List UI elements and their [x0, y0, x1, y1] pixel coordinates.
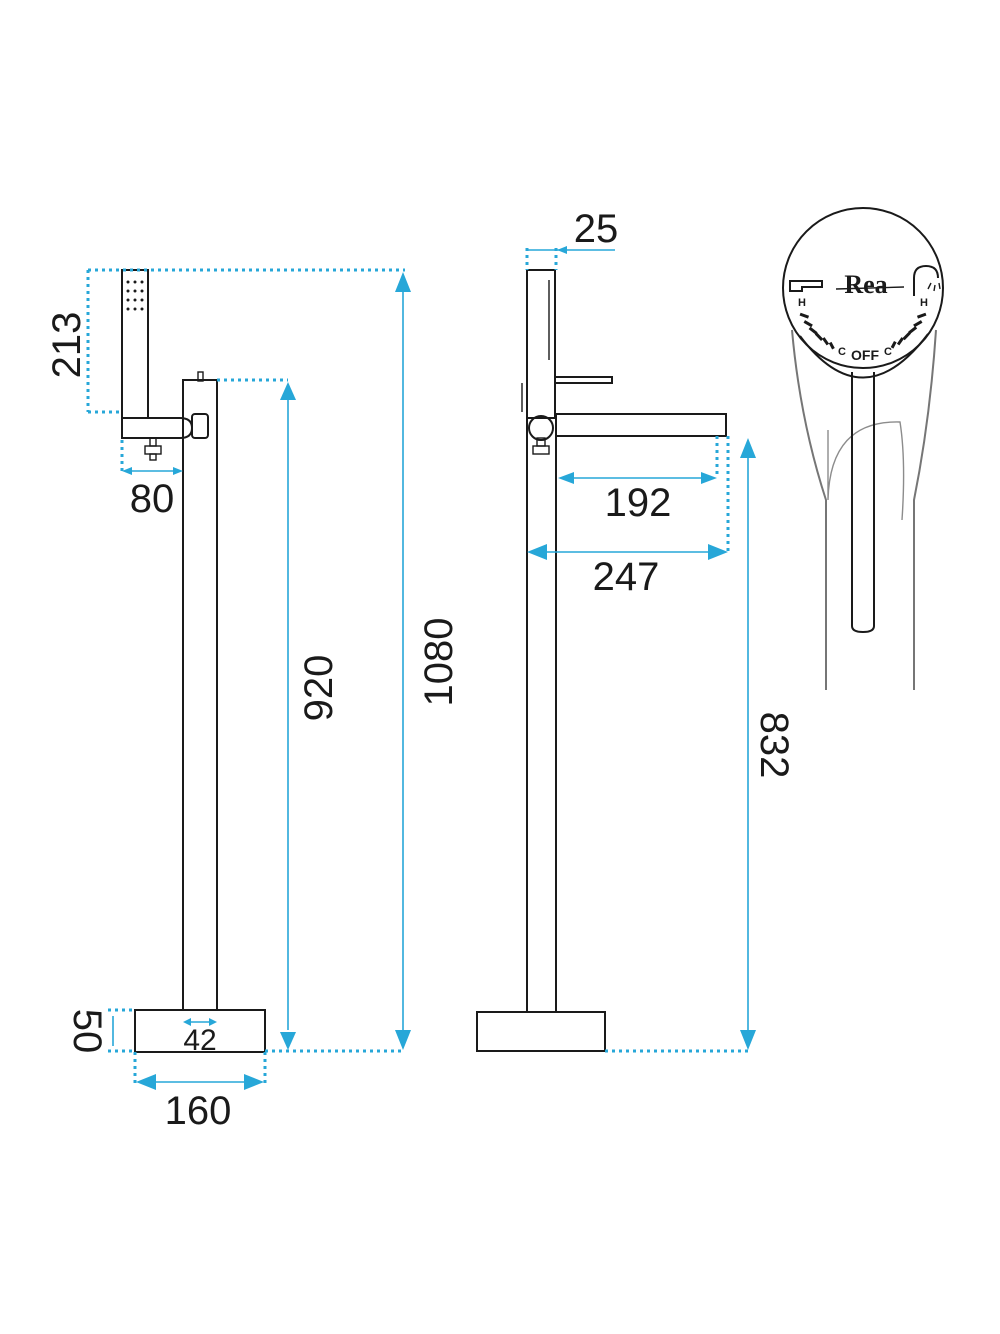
label-247: 247	[593, 555, 660, 599]
diverter	[191, 413, 209, 439]
dial-lever	[851, 372, 875, 634]
dim-outlet-height: 832	[605, 438, 796, 1053]
label-80: 80	[130, 477, 175, 521]
label-1080: 1080	[417, 618, 461, 707]
dial-circle	[782, 207, 944, 369]
spout-icon	[789, 280, 823, 292]
dial-body-left	[791, 329, 827, 690]
shower-holder	[121, 417, 194, 439]
dim-base-height: 50	[65, 1008, 135, 1054]
dim-hose-offset: 80	[120, 440, 183, 521]
temp-scale-right	[890, 312, 927, 349]
side-holder	[528, 415, 554, 441]
dim-pipe-width: 42	[183, 1018, 217, 1057]
label-50: 50	[65, 1009, 109, 1054]
label-832: 832	[752, 712, 796, 779]
label-hot-left: H	[798, 297, 806, 309]
brand-logo: Rea	[844, 270, 887, 299]
label-25: 25	[574, 207, 619, 251]
label-920: 920	[297, 655, 341, 722]
dim-total-height: 1080	[265, 272, 461, 1053]
label-off: OFF	[851, 347, 879, 363]
dim-handle-width: 25	[525, 207, 619, 270]
base-plate	[134, 1009, 266, 1053]
dim-shower-height: 213	[45, 268, 405, 414]
hose-nut	[149, 437, 157, 447]
dim-base-width: 160	[133, 1052, 267, 1133]
side-spout	[555, 413, 727, 437]
lever-knob	[197, 371, 204, 382]
front-view: 213 80 920 1080	[45, 268, 461, 1133]
dial-body-right	[913, 329, 937, 690]
side-lever	[554, 376, 613, 384]
label-42: 42	[183, 1024, 216, 1057]
shower-icon	[913, 264, 939, 296]
side-view: 25 192 247 832	[476, 207, 796, 1053]
dial-lower-arc	[799, 333, 929, 379]
upright-pipe	[182, 379, 218, 1011]
dim-spout-projection: 192	[558, 436, 719, 525]
label-hot-right: H	[920, 297, 928, 309]
dim-spout-height: 920	[217, 378, 341, 1050]
control-dial-detail: Rea H H C C OFF	[782, 207, 944, 690]
label-213: 213	[45, 312, 89, 379]
temp-scale-left	[799, 312, 835, 350]
label-160: 160	[165, 1089, 232, 1133]
label-cold-left: C	[838, 346, 846, 358]
label-cold-right: C	[884, 346, 892, 358]
dim-total-projection: 247	[527, 436, 730, 599]
label-192: 192	[605, 481, 672, 525]
side-shower	[526, 269, 556, 419]
shower-nozzle-dots	[126, 280, 144, 311]
side-base	[476, 1011, 606, 1052]
